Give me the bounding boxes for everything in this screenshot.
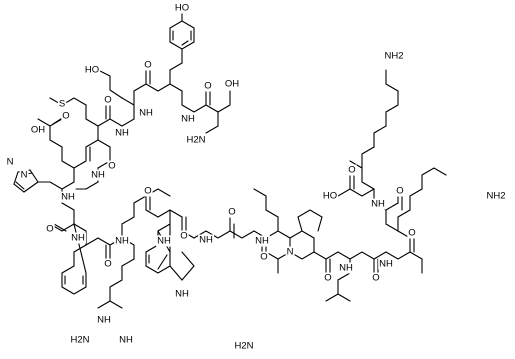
atom-label: NH — [71, 233, 85, 244]
atom-label: HO — [175, 3, 189, 14]
atom-label: NH2 — [486, 191, 505, 202]
atom-label: S — [59, 99, 65, 110]
atom-label: NH — [175, 289, 189, 300]
atom-label: NH — [91, 170, 105, 181]
atom-label: N — [287, 247, 294, 258]
atom-label: OH — [31, 125, 45, 136]
atom-label: O — [104, 259, 111, 270]
atom-label: O — [46, 224, 53, 235]
atom-label: O — [180, 231, 187, 242]
atom-label: H2N — [70, 335, 89, 346]
atom-label: O — [62, 111, 69, 122]
atom-label: NH — [255, 236, 269, 247]
atom-label: NH — [97, 315, 111, 326]
atom-label: O — [204, 81, 211, 92]
atom-label: NH — [199, 235, 213, 246]
atom-label: O — [108, 161, 115, 172]
atom-label: O — [396, 186, 403, 197]
atom-label: O — [228, 207, 235, 218]
atom-label: OH — [225, 79, 239, 90]
atom-label: O — [104, 95, 111, 106]
atom-label: N — [7, 157, 14, 168]
atom-label: O — [348, 165, 355, 176]
atom-label: O — [144, 60, 151, 71]
atom-label: NH — [157, 236, 171, 247]
atom-label: NH — [371, 199, 385, 210]
atom-labels: HO HO OH H2N O O O O O O O O O O O O O O… — [5, 2, 507, 352]
atom-label: O — [372, 273, 379, 284]
bond-lines — [13, 7, 447, 309]
atom-label: NH — [115, 236, 129, 247]
atom-label: O — [260, 252, 267, 263]
atom-label: NH — [379, 259, 393, 270]
atom-label: NH — [119, 335, 133, 346]
atom-label: N — [21, 170, 28, 181]
atom-label: NH — [139, 108, 153, 119]
atom-label: H2N — [186, 135, 205, 146]
atom-label: NH — [61, 192, 75, 203]
atom-label: NH — [181, 114, 195, 125]
atom-label: NH — [115, 128, 129, 139]
atom-label: H2N — [234, 341, 253, 352]
atom-label: O — [324, 273, 331, 284]
atom-label: NH — [339, 263, 353, 274]
atom-label: NH2 — [384, 51, 403, 62]
atom-label: HO — [323, 191, 337, 202]
atom-label: HO — [85, 65, 99, 76]
atom-label: O — [144, 186, 151, 197]
atom-label: O — [408, 228, 415, 239]
